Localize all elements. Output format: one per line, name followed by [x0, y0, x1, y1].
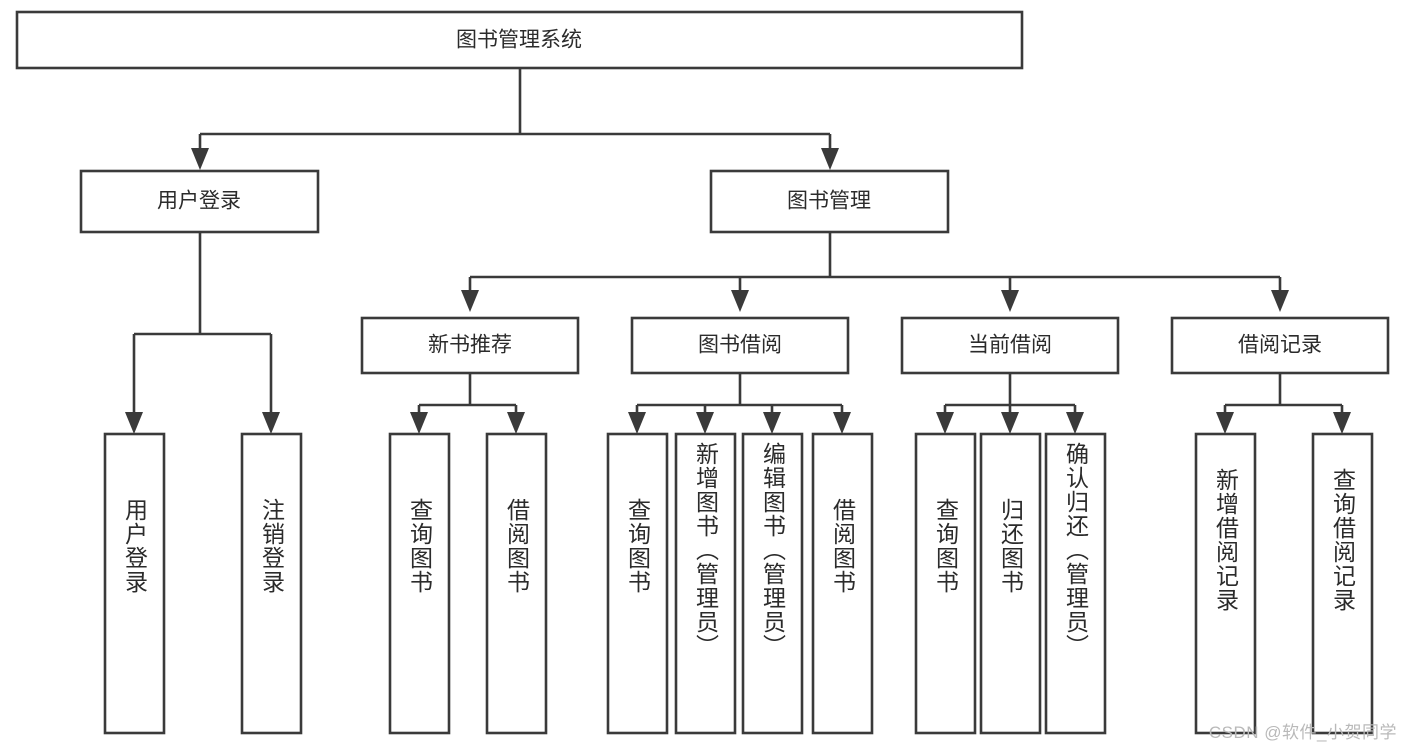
node-borrow-record-label: 借阅记录 [1238, 334, 1322, 357]
leaf-book-borrow-2[interactable] [674, 432, 737, 735]
node-user-login[interactable] [79, 169, 320, 234]
arrow-head-icon [1066, 412, 1084, 434]
leaf-current-borrow-3[interactable] [1044, 432, 1107, 735]
arrow-head-icon [262, 412, 280, 434]
arrow-head-icon [1216, 412, 1234, 434]
leaf-book-borrow-1[interactable] [606, 432, 669, 735]
arrow-head-icon [410, 412, 428, 434]
arrow-head-icon [191, 148, 209, 170]
node-new-book-recommend-label: 新书推荐 [428, 334, 512, 357]
connector-layer [125, 68, 1351, 434]
leaf-book-borrow-3[interactable] [741, 432, 804, 735]
arrow-head-icon [763, 412, 781, 434]
arrow-head-icon [731, 290, 749, 312]
node-book-management[interactable] [709, 169, 950, 234]
node-layer: 图书管理系统 用户登录 图书管理 新书推荐 图书借阅 当前借阅 借阅记录 [15, 10, 1390, 735]
node-current-borrow[interactable] [900, 316, 1120, 375]
node-user-login-label: 用户登录 [157, 190, 241, 213]
arrow-head-icon [1333, 412, 1351, 434]
leaf-user-login-1[interactable] [103, 432, 166, 735]
node-new-book-recommend[interactable] [360, 316, 580, 375]
leaf-book-borrow-4[interactable] [811, 432, 874, 735]
node-book-management-label: 图书管理 [787, 190, 871, 213]
leaf-new-book-1[interactable] [388, 432, 451, 735]
leaf-user-login-2[interactable] [240, 432, 303, 735]
arrow-head-icon [507, 412, 525, 434]
node-book-borrow-label: 图书借阅 [698, 334, 782, 357]
arrow-head-icon [125, 412, 143, 434]
arrow-head-icon [1001, 290, 1019, 312]
leaf-borrow-record-2[interactable] [1311, 432, 1374, 735]
node-borrow-record[interactable] [1170, 316, 1390, 375]
arrow-head-icon [936, 412, 954, 434]
arrow-head-icon [696, 412, 714, 434]
arrow-head-icon [1001, 412, 1019, 434]
leaf-borrow-record-1[interactable] [1194, 432, 1257, 735]
arrow-head-icon [628, 412, 646, 434]
arrow-head-icon [833, 412, 851, 434]
node-root[interactable] [15, 10, 1024, 70]
leaf-current-borrow-1[interactable] [914, 432, 977, 735]
arrow-head-icon [821, 148, 839, 170]
arrow-head-icon [1271, 290, 1289, 312]
node-current-borrow-label: 当前借阅 [968, 334, 1052, 357]
arrow-head-icon [461, 290, 479, 312]
leaf-new-book-2[interactable] [485, 432, 548, 735]
node-root-label: 图书管理系统 [456, 29, 582, 52]
node-book-borrow[interactable] [630, 316, 850, 375]
leaf-current-borrow-2[interactable] [979, 432, 1042, 735]
watermark-text: CSDN @软件_小贺同学 [1208, 723, 1397, 742]
